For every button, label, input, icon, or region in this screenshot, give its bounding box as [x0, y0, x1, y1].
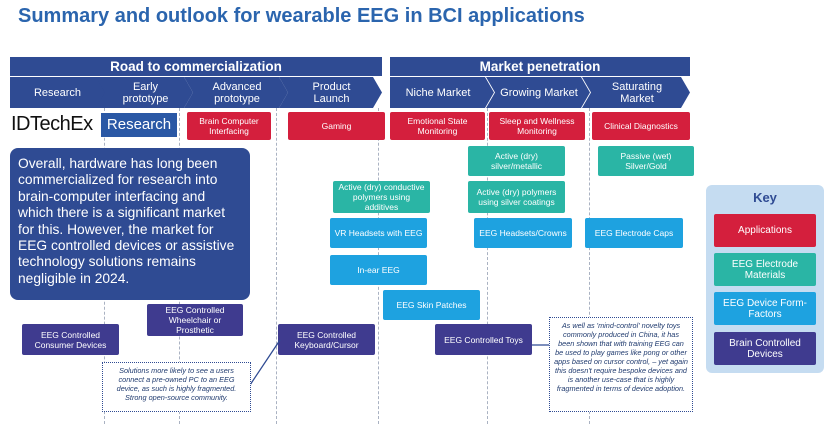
stage-early-prototype: Early prototype — [96, 77, 193, 108]
stage-label: Product Launch — [312, 80, 351, 105]
band-market-penetration: Market penetration — [390, 57, 690, 76]
connector-left-note — [249, 339, 281, 386]
material-active-dry-polymers-silver-coatings: Active (dry) polymers using silver coati… — [468, 181, 565, 213]
stage-label: Research — [33, 86, 82, 99]
note-right: As well as 'mind-control' novelty toys c… — [549, 317, 693, 412]
formfactor-eeg-skin-patches: EEG Skin Patches — [383, 290, 480, 320]
device-consumer-devices: EEG Controlled Consumer Devices — [22, 324, 119, 355]
stage-growing-market: Growing Market — [486, 77, 590, 108]
stage-divider — [487, 108, 488, 424]
formfactor-eeg-electrode-caps: EEG Electrode Caps — [585, 218, 683, 248]
app-brain-computer-interfacing: Brain Computer Interfacing — [187, 112, 271, 140]
app-gaming: Gaming — [288, 112, 385, 140]
idtechex-logo: IDTechEx — [11, 113, 93, 135]
material-active-dry-conductive-polymers: Active (dry) conductive polymers using a… — [333, 181, 430, 213]
formfactor-in-ear-eeg: In-ear EEG — [330, 255, 427, 285]
key-item-materials: EEG Electrode Materials — [714, 253, 816, 286]
app-clinical-diagnostics: Clinical Diagnostics — [592, 112, 690, 140]
page-title: Summary and outlook for wearable EEG in … — [18, 5, 585, 27]
research-badge: Research — [101, 113, 177, 137]
band-road-to-commercialization: Road to commercialization — [10, 57, 382, 76]
stage-divider — [276, 108, 277, 424]
summary-callout: Overall, hardware has long been commerci… — [10, 148, 250, 300]
material-active-dry-silver-metallic: Active (dry) silver/metallic — [468, 146, 565, 176]
device-wheelchair-prosthetic: EEG Controlled Wheelchair or Prosthetic — [147, 304, 243, 336]
app-sleep-wellness-monitoring: Sleep and Wellness Monitoring — [489, 112, 585, 140]
stage-niche-market: Niche Market — [390, 77, 494, 108]
note-left: Solutions more likely to see a users con… — [102, 362, 251, 412]
stage-advanced-prototype: Advanced prototype — [184, 77, 288, 108]
formfactor-eeg-headsets-crowns: EEG Headsets/Crowns — [474, 218, 572, 248]
stage-label: Saturating Market — [611, 80, 663, 105]
stage-product-launch: Product Launch — [279, 77, 382, 108]
stage-saturating-market: Saturating Market — [582, 77, 690, 108]
stage-divider — [589, 108, 590, 424]
stage-label: Growing Market — [500, 86, 578, 99]
device-keyboard-cursor: EEG Controlled Keyboard/Cursor — [278, 324, 375, 355]
device-toys: EEG Controlled Toys — [435, 324, 532, 355]
stage-label: Early prototype — [122, 80, 169, 105]
stage-label: Niche Market — [405, 86, 471, 99]
material-passive-wet-silver-gold: Passive (wet) Silver/Gold — [598, 146, 694, 176]
app-emotional-state-monitoring: Emotional State Monitoring — [390, 112, 485, 140]
formfactor-vr-headsets: VR Headsets with EEG — [330, 218, 427, 248]
stage-research: Research — [10, 77, 113, 108]
key-item-brain-controlled-devices: Brain Controlled Devices — [714, 332, 816, 365]
key-item-form-factors: EEG Device Form-Factors — [714, 292, 816, 325]
key-title: Key — [753, 190, 777, 205]
key-item-applications: Applications — [714, 214, 816, 247]
stage-label: Advanced prototype — [212, 80, 262, 105]
